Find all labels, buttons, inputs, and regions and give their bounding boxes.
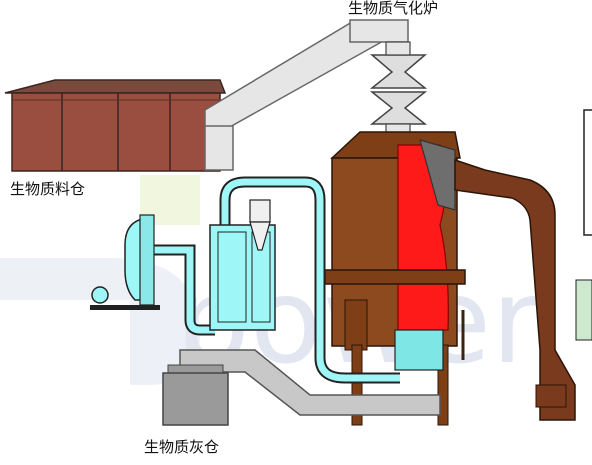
gas-outlet-duct <box>454 109 592 421</box>
cyclone-filter-unit <box>209 199 276 331</box>
blower-base <box>90 305 160 310</box>
ash-storage-label: 生物质灰仓 <box>144 438 220 456</box>
gasifier-label: 生物质气化炉 <box>348 0 439 17</box>
furnace-inner-cone <box>419 139 456 211</box>
conveyor-head <box>349 19 409 43</box>
blower-motor <box>91 286 109 304</box>
feed-storage-label: 生物质料仓 <box>10 180 86 198</box>
rotary-feeder-stack <box>369 41 428 137</box>
watermark-logo-accent <box>140 175 200 225</box>
ash-bin <box>162 372 229 426</box>
air-blower <box>90 214 160 310</box>
ash-storage <box>162 364 229 426</box>
furnace-bottom-valve <box>394 329 444 371</box>
cyclone-cone <box>249 221 271 251</box>
storage-wall <box>11 92 221 172</box>
pipe-blower <box>140 246 215 334</box>
outlet-duct <box>454 158 576 421</box>
cyclone-top <box>249 199 271 223</box>
furnace-support-left <box>351 344 363 426</box>
rotary-feeder-lower <box>369 91 428 125</box>
conveyor-hopper <box>204 125 234 171</box>
pipe-main <box>221 178 400 382</box>
storage-roof <box>4 79 227 94</box>
furnace-flange <box>324 269 466 285</box>
downstream-unit <box>583 109 592 236</box>
air-pipework <box>140 176 400 384</box>
feed-storage-building <box>4 79 227 172</box>
gasifier-furnace <box>324 131 466 426</box>
rotary-feeder-upper <box>369 54 428 89</box>
feed-conveyor <box>204 19 409 171</box>
